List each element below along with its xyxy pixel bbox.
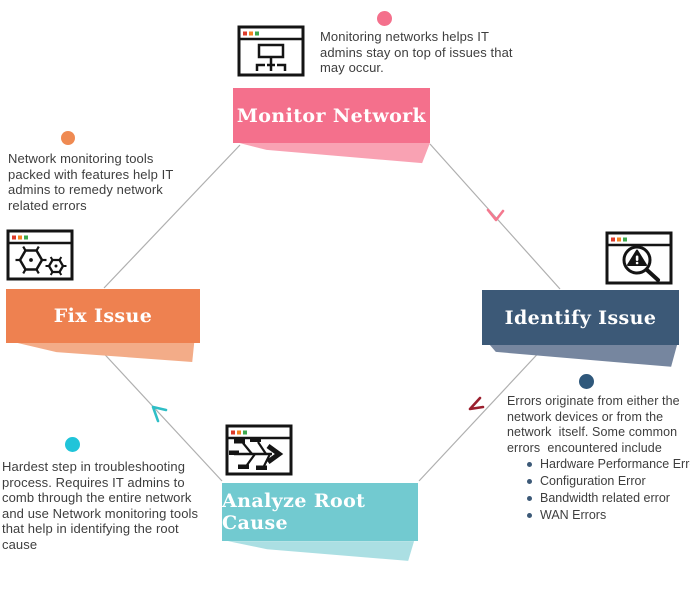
list-item: Hardware Performance Error — [527, 457, 690, 474]
identify-accent-dot — [579, 374, 594, 389]
analyze-accent-dot — [65, 437, 80, 452]
flow-arrow-analyze-fix-icon — [151, 405, 168, 423]
list-item: Bandwidth related error — [527, 491, 690, 508]
connector-monitor-identify — [429, 143, 561, 290]
stage-banner-identify: Identify Issue — [482, 290, 679, 345]
sitemap-browser-icon — [236, 24, 306, 78]
stage-banner-analyze: Analyze Root Cause — [222, 483, 418, 541]
list-item-label: Hardware Performance Error — [540, 457, 690, 471]
bullet-dot-icon — [527, 513, 532, 518]
list-item-label: WAN Errors — [540, 508, 607, 522]
banner-shadow-fix — [17, 343, 195, 362]
bullet-dot-icon — [527, 479, 532, 484]
stage-banner-fix: Fix Issue — [6, 289, 200, 343]
stage-title-analyze: Analyze Root Cause — [222, 490, 366, 534]
stage-title-fix: Fix Issue — [53, 305, 153, 327]
note-identify: Errors originate from either the network… — [507, 394, 680, 455]
gears-browser-icon — [5, 228, 75, 282]
warning-search-browser-icon — [604, 230, 674, 286]
note-fix: Network monitoring tools packed with fea… — [8, 151, 174, 213]
list-item-label: Configuration Error — [540, 474, 646, 488]
flow-arrow-identify-analyze-icon — [468, 396, 485, 411]
flow-arrow-monitor-identify-icon — [486, 208, 505, 222]
bullet-dot-icon — [527, 462, 532, 467]
stage-banner-monitor: Monitor Network — [233, 88, 430, 143]
fishbone-browser-icon — [224, 423, 294, 477]
note-analyze: Hardest step in troubleshooting process.… — [2, 459, 199, 552]
banner-shadow-monitor — [238, 142, 430, 164]
stage-title-monitor: Monitor Network — [236, 104, 427, 127]
list-item-label: Bandwidth related error — [540, 491, 670, 505]
fix-accent-dot — [61, 131, 75, 145]
identify-error-list: Hardware Performance Error Configuration… — [527, 457, 690, 525]
note-monitor: Monitoring networks helps IT admins stay… — [320, 29, 513, 75]
banner-shadow-analyze — [227, 541, 415, 561]
bullet-dot-icon — [527, 496, 532, 501]
stage-title-identify: Identify Issue — [504, 306, 657, 329]
list-item: WAN Errors — [527, 508, 690, 525]
monitor-accent-dot — [377, 11, 392, 26]
list-item: Configuration Error — [527, 474, 690, 491]
banner-shadow-identify — [489, 344, 678, 367]
